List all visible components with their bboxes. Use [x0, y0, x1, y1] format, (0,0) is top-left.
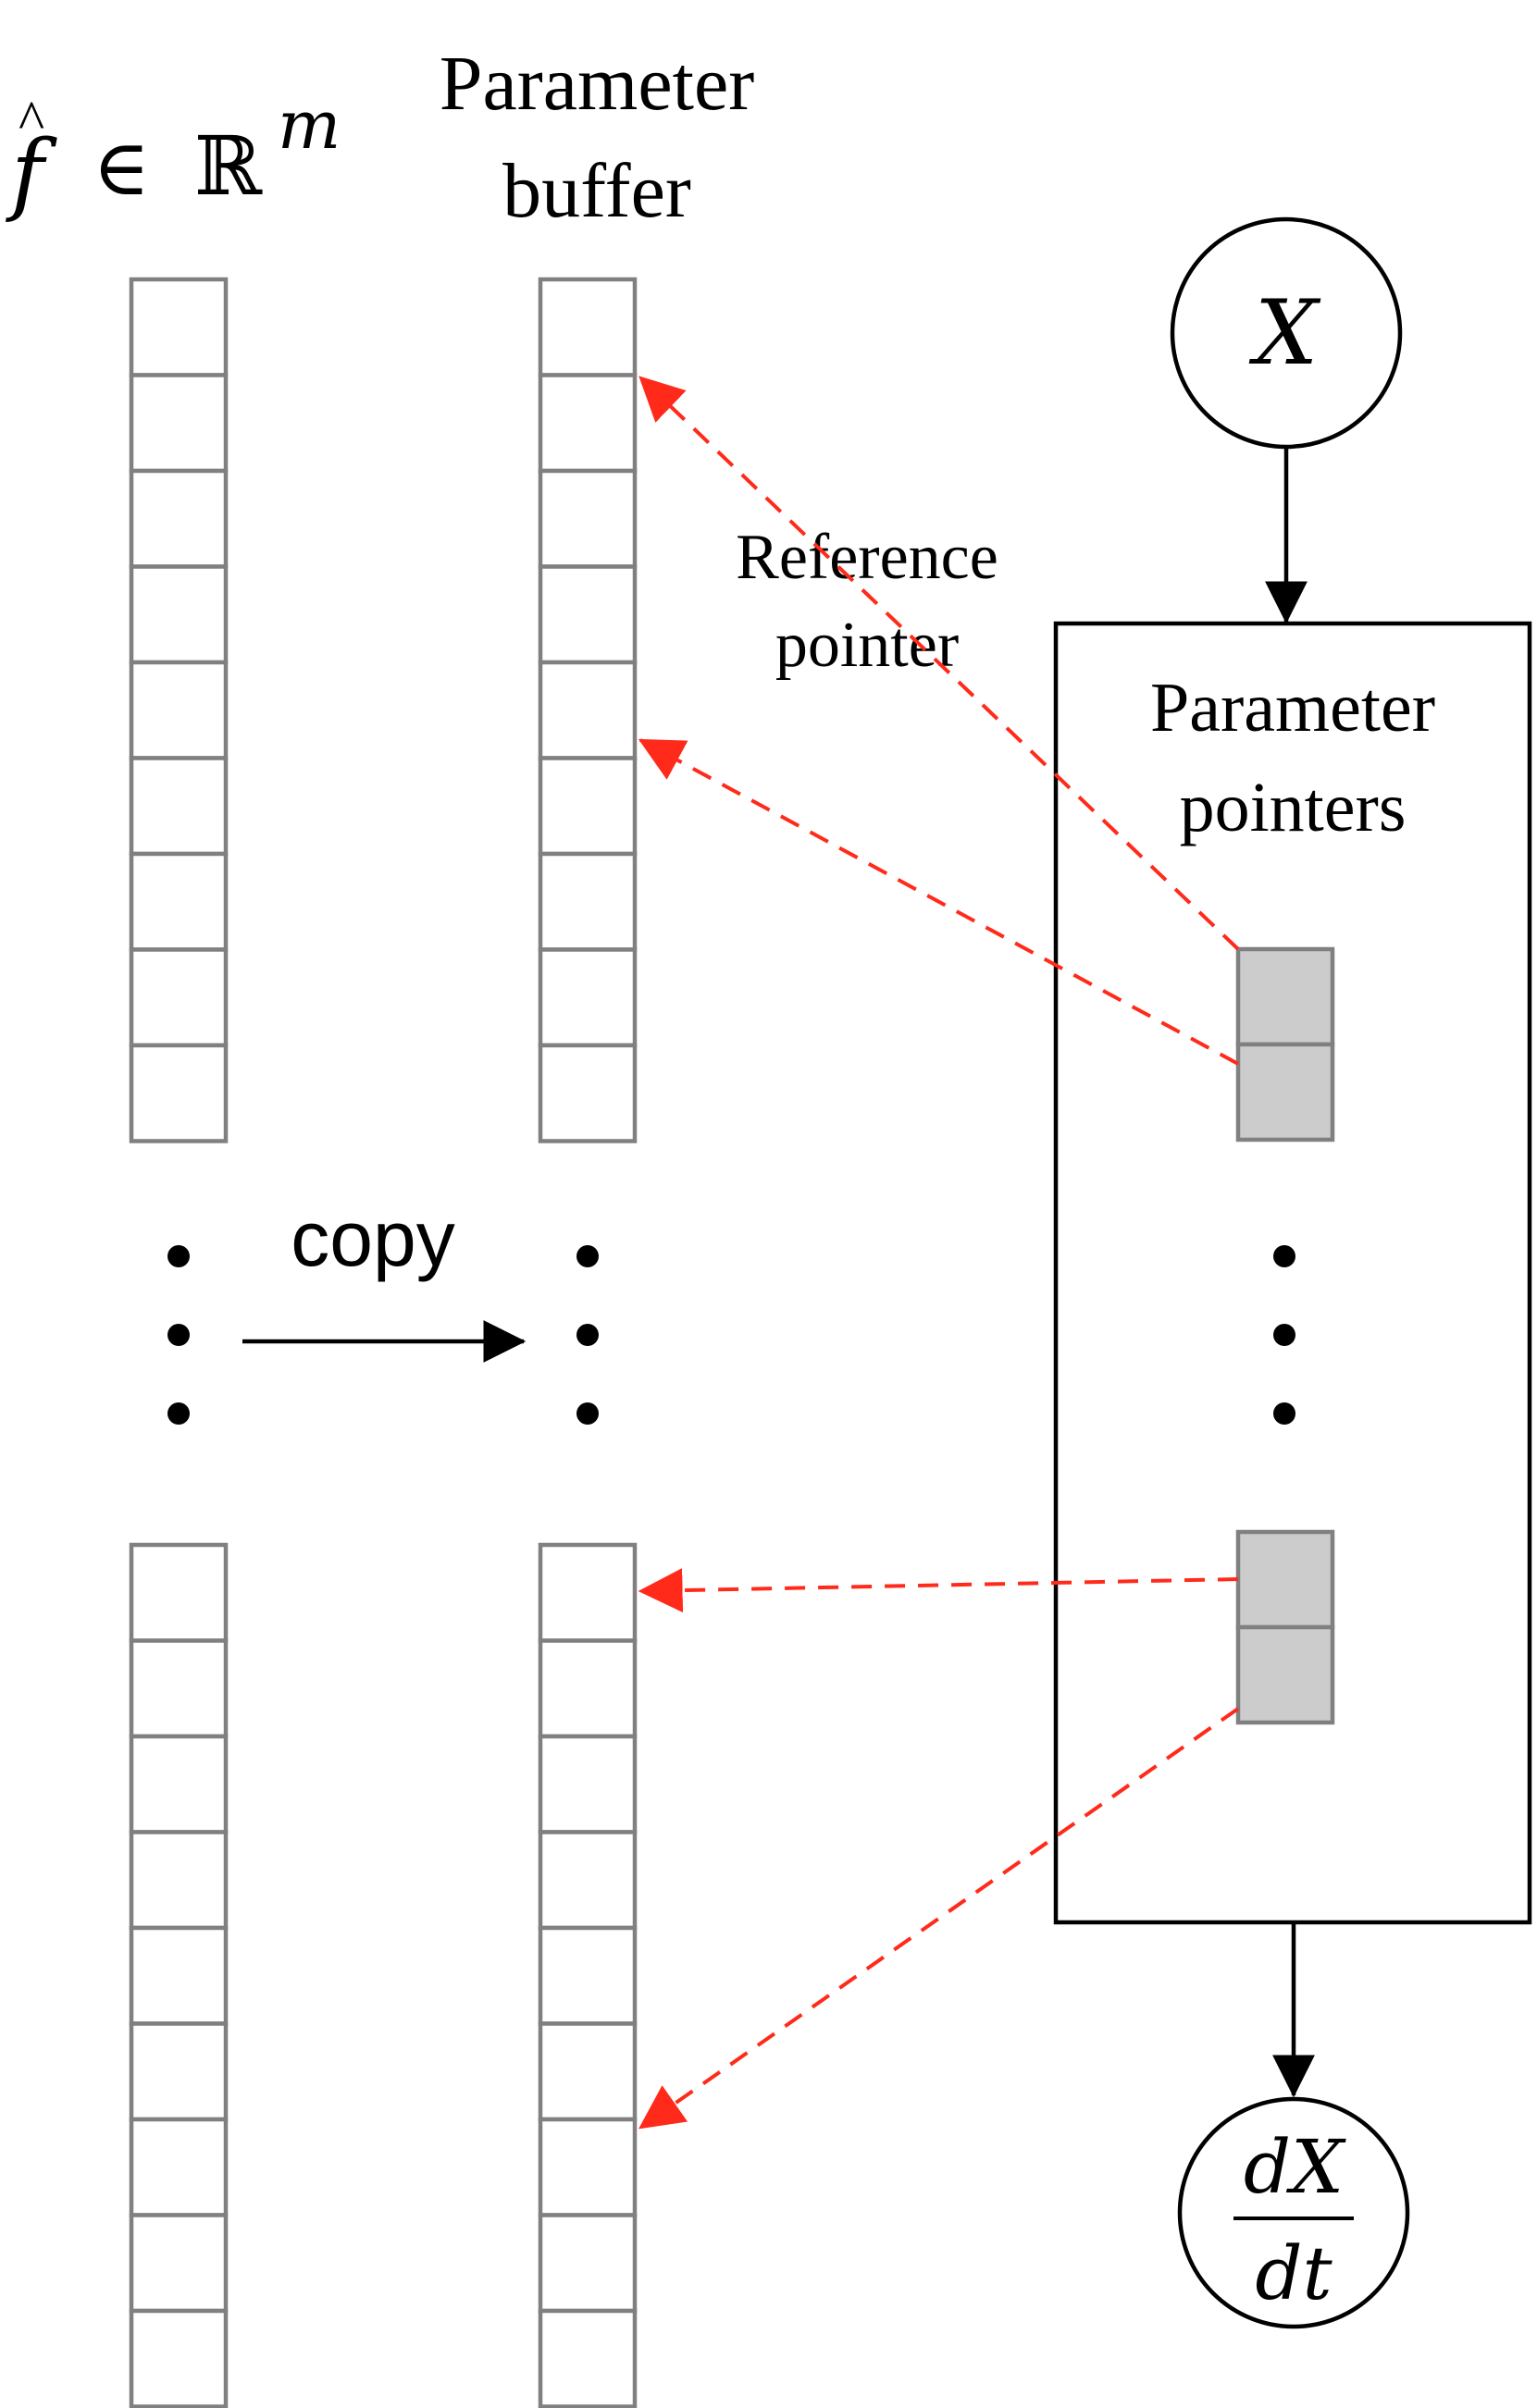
parameter-buffer-title-line2: buffer [502, 148, 691, 234]
buffer-cell [538, 1734, 638, 1834]
reference-arrow [638, 1707, 1240, 2130]
buffer-cell [129, 2021, 229, 2122]
buffer-cell [538, 1043, 638, 1143]
buffer-cell [538, 1542, 638, 1643]
buffer-cell [538, 756, 638, 857]
f-hat-ellipsis [167, 1245, 190, 1425]
pointers-ellipsis [1273, 1245, 1295, 1425]
buffer-cell [129, 1830, 229, 1931]
buffer-cell [129, 1638, 229, 1739]
buffer-cell [538, 1638, 638, 1739]
buffer-cell [129, 1043, 229, 1143]
derivative-node [1177, 2096, 1410, 2329]
element-of-symbol: ∈ [93, 126, 150, 212]
x-node-label: X [1248, 281, 1321, 385]
reference-pointer-label-line2: pointer [775, 610, 959, 681]
derivative-numerator: dX [1244, 2124, 1346, 2210]
buffer-cell [538, 851, 638, 952]
buffer-ellipsis [576, 1245, 599, 1425]
reference-pointer-label-line1: Reference [736, 522, 998, 593]
f-hat-column-bottom [129, 1542, 229, 2408]
pointer-cell [1235, 946, 1335, 1047]
buffer-cell [538, 277, 638, 377]
pointer-cell [1235, 1624, 1335, 1725]
reference-arrow [638, 1568, 1239, 1613]
buffer-cell [129, 756, 229, 857]
buffer-cell [129, 2308, 229, 2408]
buffer-cell [538, 2021, 638, 2122]
parameter-buffer-title-line1: Parameter [440, 41, 754, 127]
buffer-cell [538, 564, 638, 665]
buffer-cell [538, 468, 638, 569]
buffer-cell [129, 1734, 229, 1834]
buffer-cell [129, 660, 229, 760]
reals-symbol: ℝ [194, 123, 263, 213]
derivative-denominator: dt [1255, 2230, 1332, 2316]
exponent-m: m [278, 86, 341, 164]
buffer-cell [538, 373, 638, 474]
parameter-pointers-title-line1: Parameter [1150, 669, 1435, 747]
f-hat-column-top [129, 277, 229, 1143]
buffer-cell [538, 947, 638, 1048]
parameter-pointers-box [1053, 621, 1532, 1925]
pointer-cell [1235, 1529, 1335, 1630]
buffer-cell [129, 564, 229, 665]
parameter-pointers-title-line2: pointers [1180, 769, 1407, 846]
reference-arrow [638, 738, 1239, 1066]
pointer-cells-top [1235, 946, 1335, 1142]
buffer-cell [538, 2117, 638, 2217]
buffer-cell [538, 1925, 638, 2026]
buffer-cell [129, 2117, 229, 2217]
buffer-cell [129, 277, 229, 377]
buffer-column-bottom [538, 1542, 638, 2408]
buffer-cell [129, 373, 229, 474]
buffer-cell [129, 1925, 229, 2026]
hat-accent-icon: ^ [19, 90, 44, 151]
buffer-cell [129, 1542, 229, 1643]
buffer-cell [538, 2213, 638, 2314]
buffer-cell [129, 468, 229, 569]
buffer-cell [538, 1830, 638, 1931]
pointer-cells-bottom [1235, 1529, 1335, 1725]
pointer-cell [1235, 1042, 1335, 1142]
f-hat-space-label: f ^ ∈ ℝ m [6, 86, 341, 225]
buffer-cell [129, 851, 229, 952]
buffer-cell [538, 660, 638, 760]
buffer-cell [129, 2213, 229, 2314]
buffer-cell [129, 947, 229, 1048]
buffer-column-top [538, 277, 638, 1143]
buffer-cell [538, 2308, 638, 2408]
copy-label: copy [291, 1195, 454, 1282]
reference-arrow [638, 376, 1240, 951]
x-node [1170, 216, 1403, 450]
